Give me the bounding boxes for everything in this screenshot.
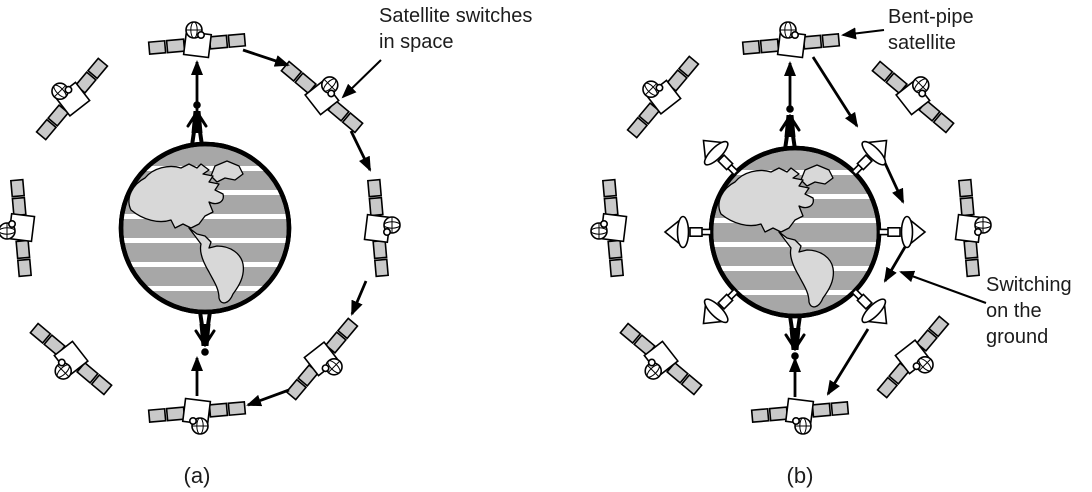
satellite-icon [612, 46, 708, 142]
ground-hop-arrow [883, 246, 907, 283]
relay-arrow [246, 388, 290, 407]
label-leader-arrow [841, 27, 885, 40]
label-leader-arrow [341, 59, 382, 99]
satellite-icon [277, 46, 373, 142]
annotation-bent-pipe: Bent-pipe satellite [888, 6, 974, 54]
caption-a: (a) [183, 463, 211, 488]
person-icon [194, 311, 216, 358]
satellite-icon [750, 397, 850, 435]
annotation-satellite-switches: Satellite switches in space [379, 5, 533, 53]
satellite-icon [868, 312, 964, 408]
person-icon [784, 315, 806, 362]
satellite-icon [954, 178, 992, 278]
downlink-arrow [811, 56, 859, 128]
dish-antenna-icon [878, 215, 926, 249]
caption-b: (b) [786, 463, 814, 488]
ground-hop-arrow [883, 162, 905, 204]
annotation-switching-ground: Switching on the ground [986, 274, 1072, 348]
relay-arrow [350, 280, 368, 316]
satellite-icon [0, 178, 36, 278]
satellite-icon [363, 178, 401, 278]
satellite-icon [20, 314, 116, 410]
satellite-icon [277, 314, 373, 410]
panel-a-diagram [0, 21, 401, 435]
label-leader-arrow [899, 270, 987, 304]
relay-arrow [349, 130, 372, 172]
satellite-icon [610, 314, 706, 410]
earth-globe-icon [119, 144, 291, 312]
satellite-icon [147, 397, 247, 435]
satellite-icon [21, 48, 117, 144]
panel-b-diagram [590, 21, 992, 435]
relay-arrow [242, 48, 290, 67]
dish-antenna-icon [664, 215, 712, 249]
satellite-icon [590, 178, 628, 278]
uplink-arrow [826, 328, 870, 396]
satellite-icon [868, 46, 964, 142]
satellite-icon [147, 21, 247, 59]
satellite-icon [741, 21, 841, 59]
